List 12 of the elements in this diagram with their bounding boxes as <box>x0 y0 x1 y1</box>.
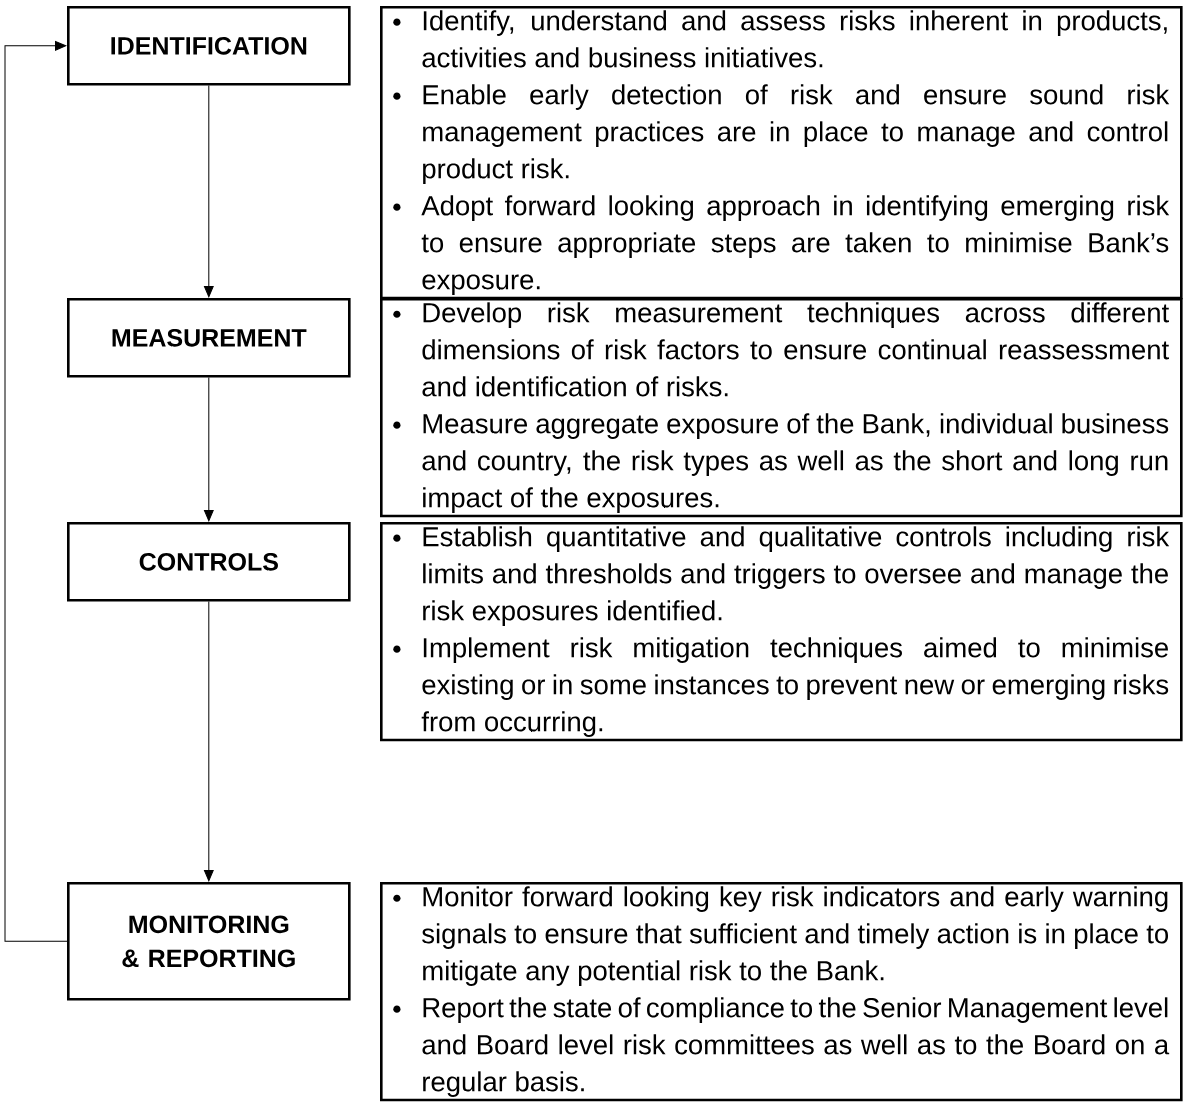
arrow <box>4 40 68 942</box>
description-box: Establish quantitative and qualitative controls including risk limits and thresholds and triggers to oversee and manage the risk exposures identified. Implement risk mitigation techniques aimed to minimise existing or in some instances to prevent new or emerging risks from occurring. <box>380 522 1183 742</box>
description-box: Monitor forward looking key risk indicators and early warning signals to ensure that sufficient and timely action is in place to mitigate any potential risk to the Bank. Report the state of compliance to the Senior Management level and Board level risk committees as well as to the Board on a regular basis. <box>380 882 1183 1102</box>
stage-box: MONITORING & REPORTING <box>67 882 351 1001</box>
description-box: Identify, understand and assess risks inherent in products, activities and business initiatives. Enable early detection of risk and ensure sound risk management practices are in place to manage and control product risk. Adopt forward looking approach in identifying emerging risk to ensure appropriate steps are taken to minimise Bank’s exposure. <box>380 6 1183 300</box>
stage-box: IDENTIFICATION <box>67 6 351 86</box>
arrow <box>203 85 214 298</box>
stage-box: MEASUREMENT <box>67 298 351 378</box>
arrow <box>203 377 214 522</box>
description-box: Develop risk measurement techniques across different dimensions of risk factors to ensure continual reassessment and identification of risks. Measure aggregate exposure of the Bank, individual business and country, the risk types as well as the short and long run impact of the exposures. <box>380 298 1183 518</box>
arrow <box>203 601 214 882</box>
stage-box: CONTROLS <box>67 522 351 602</box>
